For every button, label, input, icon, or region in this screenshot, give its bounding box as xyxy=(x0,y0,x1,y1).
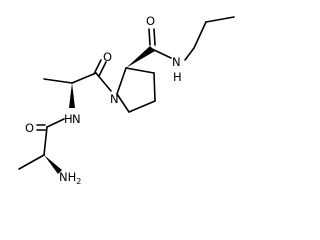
bond-ring-c-c1 xyxy=(125,67,155,74)
bond-ring-c3-n xyxy=(116,93,130,113)
bond-carbonyl-o-left-b xyxy=(98,61,107,77)
bond-n-propyl1 xyxy=(184,47,195,61)
bond-ring-c2-c3 xyxy=(128,100,156,113)
bond-wedge-alpha-n xyxy=(69,83,75,108)
atom-n-amide-right: N xyxy=(172,55,181,69)
aminoalanyl-residue xyxy=(18,118,65,174)
bond-propyl1-propyl2 xyxy=(193,21,207,49)
bond-wedge-ring-carbonyl xyxy=(126,46,155,68)
atom-o-top: O xyxy=(146,14,155,28)
alanyl-residue xyxy=(43,59,112,108)
bond-alpha2-methyl xyxy=(18,154,45,170)
bond-nh-carbonyl xyxy=(46,118,65,128)
bond-carbonyl-o-left-a xyxy=(93,59,102,75)
bond-alpha-methyl xyxy=(43,78,73,84)
atom-nh2-main: NH xyxy=(59,170,76,184)
atom-n-ring: N xyxy=(110,92,119,106)
bond-ring-c1-c2 xyxy=(153,72,156,102)
atom-labels: O N H O N O H N NH2 xyxy=(25,14,182,186)
atom-hn-h: H xyxy=(64,112,73,126)
bond-propyl2-propyl3 xyxy=(205,16,235,23)
pyrrolidine-ring xyxy=(116,67,156,113)
bond-carbonyl-o-a xyxy=(148,28,151,46)
bond-ringn-carbonyl xyxy=(95,72,112,92)
atom-hn-n: N xyxy=(72,112,81,126)
bond-carbonyl-alpha2 xyxy=(43,126,48,156)
atom-nh2: NH2 xyxy=(59,170,81,186)
bond-ring-n-c xyxy=(116,67,127,95)
atom-o-mid: O xyxy=(25,121,34,135)
bond-carbonyl-alpha xyxy=(71,72,97,84)
bond-wedge-alpha2-nh2 xyxy=(44,155,62,174)
atom-nh2-subscript: 2 xyxy=(76,177,81,186)
bond-carbonyl-n xyxy=(151,48,172,59)
propyl-amide xyxy=(126,16,235,68)
bond-carbonyl-o-b xyxy=(153,28,156,46)
atom-o-left: O xyxy=(103,50,112,64)
molecule-structure: O N H O N O H N NH2 xyxy=(18,14,235,186)
atom-h-amide-right: H xyxy=(173,70,182,84)
